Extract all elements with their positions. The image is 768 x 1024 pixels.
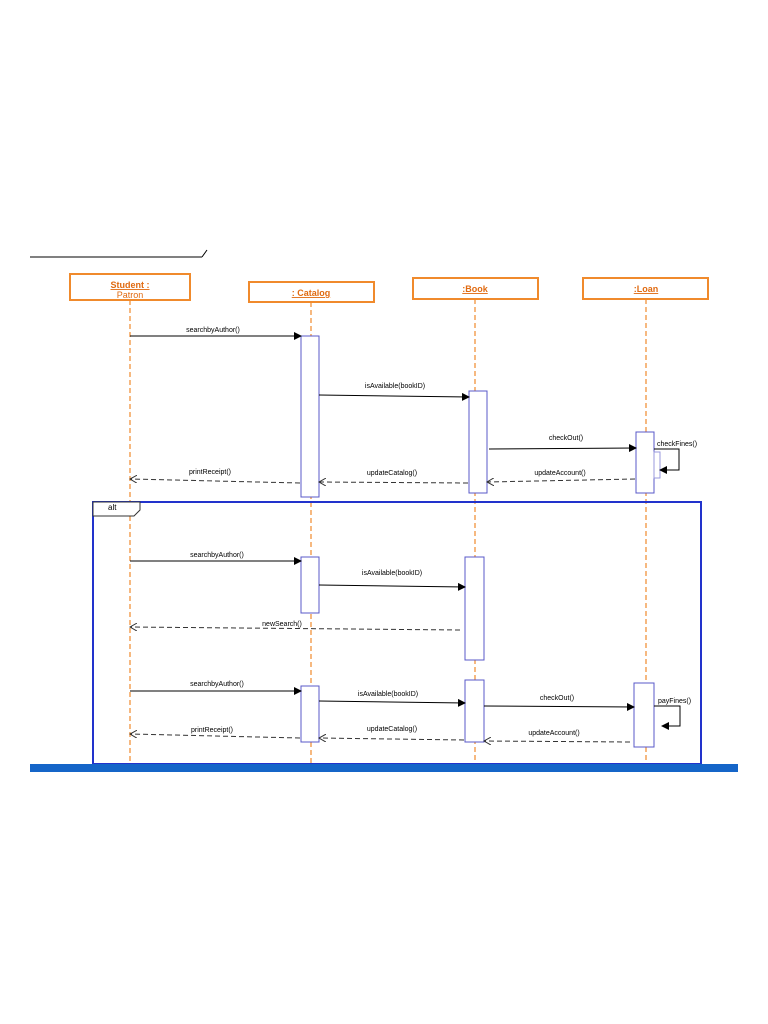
- message-m4-line: [654, 448, 680, 474]
- message-m2-label: isAvailable(bookID): [365, 383, 425, 390]
- activation-book-1: [468, 390, 488, 494]
- activation-loan-1: [635, 431, 655, 494]
- alt-frame-tab: [92, 501, 141, 517]
- message-m1-label: searchbyAuthor(): [186, 327, 240, 334]
- message-m17-label: updateAccount(): [528, 730, 579, 737]
- message-m3-label: checkOut(): [549, 435, 583, 442]
- message-m2-line: [318, 392, 470, 401]
- participant-catalog-label: : Catalog: [292, 288, 331, 298]
- message-m16-line: [319, 738, 465, 740]
- participant-loan-label: :Loan: [634, 284, 659, 294]
- participant-book: :Book: [412, 277, 539, 300]
- message-m7-line: [487, 479, 636, 482]
- message-m13-line: [483, 702, 635, 711]
- participant-student: Student : Patron: [69, 273, 191, 301]
- message-m3-line: [488, 444, 637, 453]
- message-m14-line: [654, 705, 681, 730]
- message-m10-label: newSearch(): [262, 621, 302, 628]
- message-m6-line: [319, 482, 469, 483]
- activation-catalog-1: [300, 335, 320, 498]
- participant-student-line1: Student :: [111, 280, 150, 290]
- message-m14-label: payFines(): [658, 698, 691, 705]
- message-m7-label: updateAccount(): [534, 470, 585, 477]
- message-m15-label: printReceipt(): [191, 727, 233, 734]
- activation-catalog-2: [300, 556, 320, 614]
- message-m6-label: updateCatalog(): [367, 470, 417, 477]
- message-m16-label: updateCatalog(): [367, 726, 417, 733]
- message-m15-line: [130, 734, 301, 739]
- message-m10-line: [130, 627, 461, 630]
- activation-loan-2: [633, 682, 655, 748]
- message-m9-line: [318, 582, 466, 591]
- top-rule-tick: [201, 249, 208, 258]
- participant-catalog: : Catalog: [248, 281, 375, 303]
- participant-student-line2: Patron: [117, 290, 144, 300]
- activation-catalog-3: [300, 685, 320, 743]
- participant-loan: :Loan: [582, 277, 709, 300]
- message-m5-label: printReceipt(): [189, 469, 231, 476]
- message-m4-label: checkFines(): [657, 441, 697, 448]
- alt-frame-label: alt: [108, 503, 117, 512]
- message-m13-label: checkOut(): [540, 695, 574, 702]
- message-m9-label: isAvailable(bookID): [362, 570, 422, 577]
- bottom-bar: [30, 764, 738, 772]
- message-m17-line: [484, 741, 631, 742]
- participant-book-label: :Book: [462, 284, 488, 294]
- activation-loan-1-self: [653, 451, 661, 479]
- activation-book-2: [464, 556, 485, 661]
- message-m8-label: searchbyAuthor(): [190, 552, 244, 559]
- message-m12-label: isAvailable(bookID): [358, 691, 418, 698]
- message-m11-label: searchbyAuthor(): [190, 681, 244, 688]
- activation-book-3: [464, 679, 485, 743]
- alt-frame: [92, 501, 702, 765]
- message-m5-line: [130, 479, 301, 484]
- message-m12-line: [318, 698, 466, 707]
